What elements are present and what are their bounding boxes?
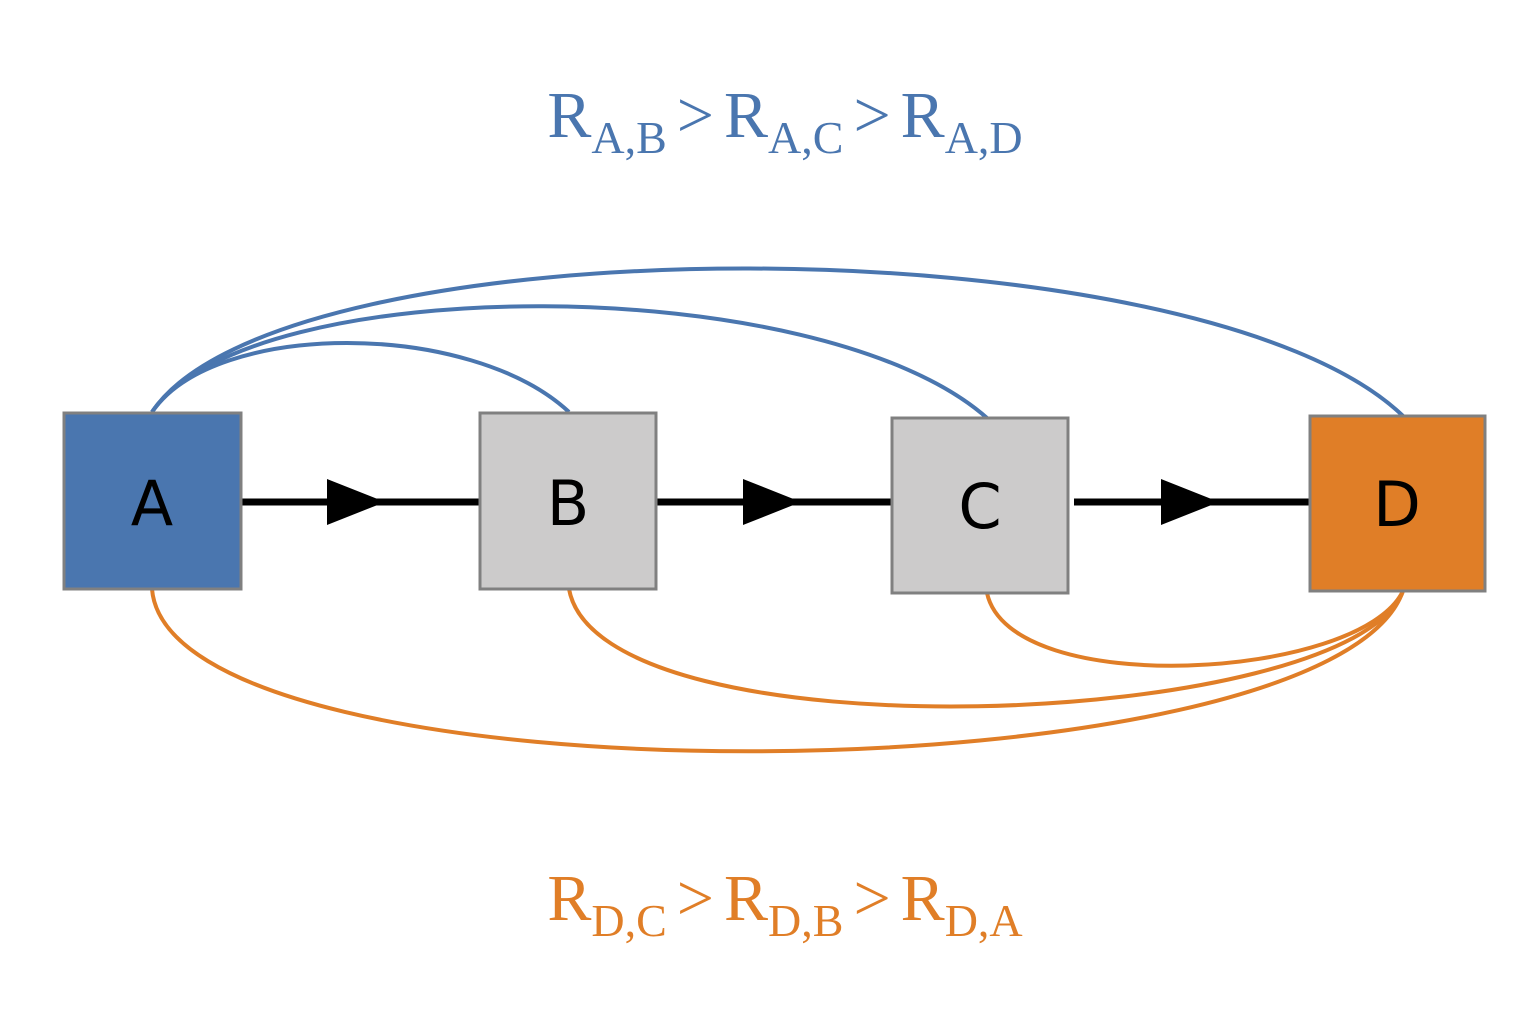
- top-formula-term-2: R: [724, 79, 768, 152]
- top-formula-term-3: R: [901, 79, 945, 152]
- bottom-formula-op-2: >: [853, 862, 890, 935]
- top-formula: RA,B>RA,C>RA,D: [547, 79, 1022, 163]
- node-b-box: [478, 411, 658, 591]
- arc-d-a: [150, 588, 1405, 754]
- top-formula-op-2: >: [853, 79, 890, 152]
- arc-a-c: [150, 304, 989, 420]
- node-b-label: B: [547, 467, 590, 540]
- top-formula-sub-3: A,D: [945, 112, 1023, 163]
- arrowhead-icon: [1161, 479, 1219, 525]
- node-d-box: [1308, 414, 1487, 593]
- node-a-box: [62, 411, 243, 591]
- node-d: D: [1308, 414, 1487, 593]
- node-c: C: [890, 416, 1070, 595]
- top-formula-term-1: R: [547, 79, 591, 152]
- bottom-formula-sub-3: D,A: [945, 895, 1023, 946]
- node-c-box: [890, 416, 1070, 595]
- arc-a-d: [150, 266, 1405, 418]
- node-a: A: [62, 411, 243, 591]
- node-b: B: [478, 411, 658, 591]
- bottom-formula-term-2: R: [724, 862, 768, 935]
- top-formula-sub-1: A,B: [591, 112, 666, 163]
- top-formula-op-1: >: [677, 79, 714, 152]
- arc-a-b: [150, 341, 571, 414]
- arc-d-c: [985, 590, 1405, 668]
- bottom-formula-sub-1: D,C: [591, 895, 666, 946]
- node-d-label: D: [1373, 468, 1421, 541]
- node-c-label: C: [958, 470, 1001, 543]
- arrow-a-b: [241, 479, 480, 525]
- arrow-c-d: [1074, 479, 1310, 525]
- arrowhead-icon: [327, 479, 385, 525]
- bottom-formula-term-3: R: [901, 862, 945, 935]
- node-a-label: A: [131, 467, 173, 540]
- arc-d-b: [567, 588, 1405, 709]
- bottom-formula: RD,C>RD,B>RD,A: [547, 862, 1022, 946]
- top-formula-sub-2: A,C: [768, 112, 843, 163]
- bottom-formula-sub-2: D,B: [768, 895, 843, 946]
- arrowhead-icon: [743, 479, 801, 525]
- bottom-formula-term-1: R: [547, 862, 591, 935]
- bottom-formula-op-1: >: [677, 862, 714, 935]
- arrow-b-c: [656, 479, 892, 525]
